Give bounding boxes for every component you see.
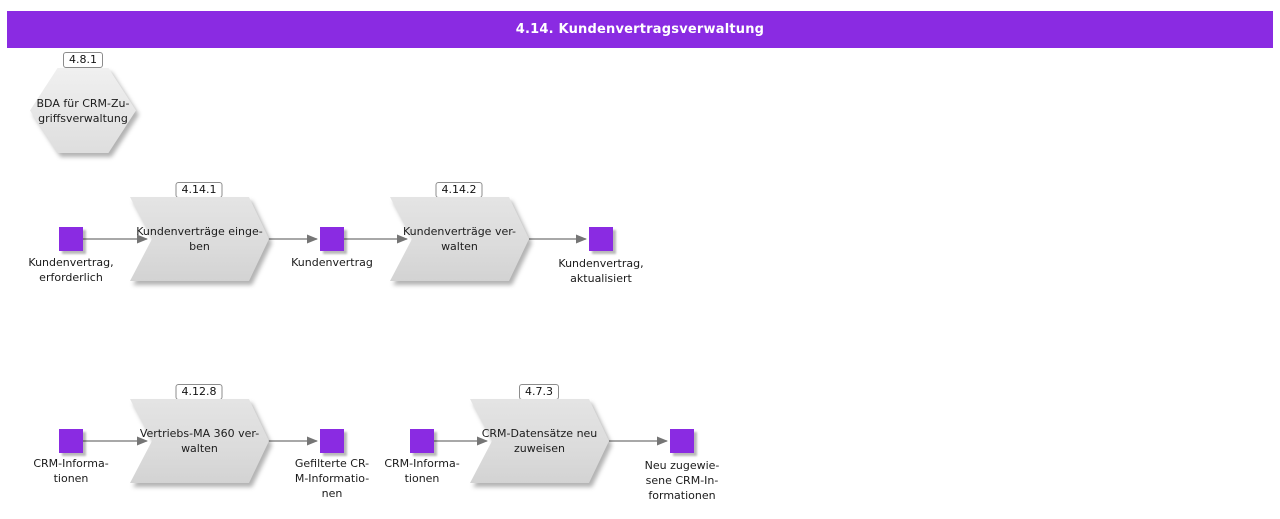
io-port-gefilterte-crm-informationen[interactable] <box>320 429 344 453</box>
io-port-label: Gefilterte CR- M-Informatio- nen <box>294 457 370 500</box>
io-port-label: Kundenvertrag, erforderlich <box>28 256 114 284</box>
io-port-kundenvertrag[interactable] <box>320 227 344 251</box>
process-node-kundenvertraege-eingeben[interactable]: Kundenverträge einge- ben <box>130 197 269 281</box>
io-port-crm-informationen-1[interactable] <box>59 429 83 453</box>
node-code-badge-4-7-3: 4.7.3 <box>519 384 559 400</box>
diagram-title-bar: 4.14. Kundenvertragsverwaltung <box>7 11 1273 48</box>
chevron-shape <box>470 399 609 483</box>
io-port-kundenvertrag-aktualisiert[interactable] <box>589 227 613 251</box>
io-port-label: Kundenvertrag <box>291 256 373 269</box>
node-code-badge-4-12-8: 4.12.8 <box>175 384 223 400</box>
process-node-label: Vertriebs-MA 360 ver- walten <box>139 427 260 455</box>
io-port-label: CRM-Informa- tionen <box>33 457 109 485</box>
interface-node-label: BDA für CRM-Zu- griffsverwaltung <box>36 96 130 125</box>
io-port-label: Kundenvertrag, aktualisiert <box>558 257 644 285</box>
process-node-crm-datensaetze-neu-zuweisen[interactable]: CRM-Datensätze neu zuweisen <box>470 399 609 483</box>
chevron-shape <box>130 197 269 281</box>
chevron-shape <box>130 399 269 483</box>
io-port-label: CRM-Informa- tionen <box>384 457 460 485</box>
page-title: 4.14. Kundenvertragsverwaltung <box>515 22 765 37</box>
io-port-crm-informationen-2[interactable] <box>410 429 434 453</box>
process-node-label: Kundenverträge einge- ben <box>136 225 263 253</box>
process-node-label: Kundenverträge ver- walten <box>402 225 517 253</box>
process-node-kundenvertraege-verwalten[interactable]: Kundenverträge ver- walten <box>390 197 529 281</box>
chevron-shape <box>390 197 529 281</box>
node-code-badge-4-8-1: 4.8.1 <box>63 52 103 68</box>
io-port-neu-zugewiesene-crm-informationen[interactable] <box>670 429 694 453</box>
node-code-badge-4-14-2: 4.14.2 <box>435 182 483 198</box>
hexagon-shape <box>30 68 136 153</box>
interface-node-bda-crm[interactable]: BDA für CRM-Zu- griffsverwaltung <box>30 68 136 153</box>
node-code-badge-4-14-1: 4.14.1 <box>175 182 223 198</box>
process-node-vertriebs-ma-360[interactable]: Vertriebs-MA 360 ver- walten <box>130 399 269 483</box>
process-node-label: CRM-Datensätze neu zuweisen <box>481 427 598 455</box>
io-port-kundenvertrag-erforderlich[interactable] <box>59 227 83 251</box>
io-port-label: Neu zugewie- sene CRM-In- formationen <box>644 459 720 502</box>
